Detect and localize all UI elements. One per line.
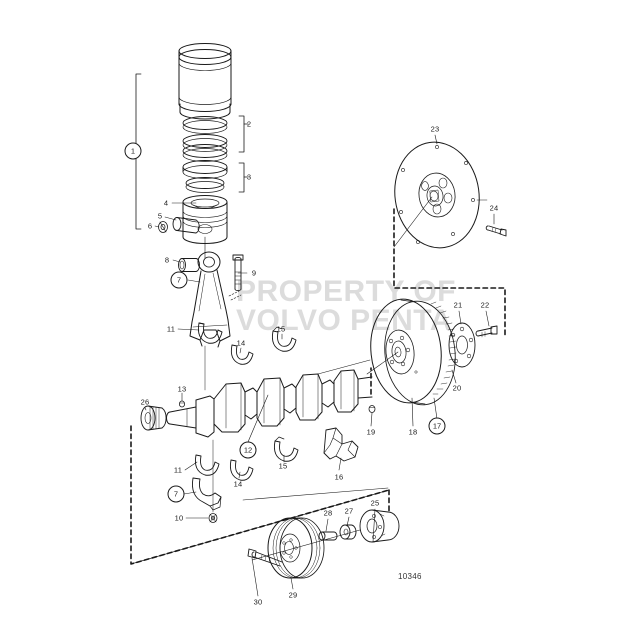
callout-flywheel: 18 xyxy=(408,427,418,437)
callout-dowel-pin: 19 xyxy=(366,427,376,437)
callout-flexplate-drive-plate: 23 xyxy=(430,124,440,134)
bracket-2 xyxy=(238,115,249,153)
figure-number: 10346 xyxy=(398,572,422,581)
small-end-bushing xyxy=(178,258,200,272)
callout-crankshaft-dowel-pin: 13 xyxy=(177,384,187,394)
callout-spacer-sleeve: 28 xyxy=(323,508,333,518)
bearing-shell-14-lower xyxy=(229,459,254,481)
callout-crankshaft-timing-gear: 26 xyxy=(140,397,150,407)
callout-main-bearing-shell-flanged: 15 xyxy=(278,461,288,471)
callout-thrust-bearing-carrier: 16 xyxy=(334,472,344,482)
piston-rings-compression xyxy=(182,116,228,162)
callout-gudgeon-pin: 5 xyxy=(157,211,163,221)
callout-main-bearing-shell: 14 xyxy=(233,479,243,489)
callout-main-bearing-shell-flanged: 15 xyxy=(276,324,286,334)
callout-crankshaft-pulley: 29 xyxy=(288,590,298,600)
flywheel-bolt xyxy=(475,325,498,338)
bearing-shell-11-upper xyxy=(197,322,223,344)
callout-piston-and-liner-kit: 1 xyxy=(124,142,142,160)
connecting-rod-bolt xyxy=(232,254,244,292)
flywheel-hub-adapter xyxy=(448,322,476,368)
callout-flywheel-hub-adapter: 21 xyxy=(453,300,463,310)
solid-boundary-lower xyxy=(130,489,390,565)
damper-washer xyxy=(339,524,357,540)
callout-big-end-bearing-shell-lower: 11 xyxy=(173,465,183,475)
vibration-damper-hub xyxy=(359,509,400,543)
callout-crankshaft: 12 xyxy=(239,441,257,459)
bearing-shell-15-lower xyxy=(273,436,299,462)
callout-connecting-rod-bolt: 9 xyxy=(251,268,257,278)
callout-small-end-bushing: 8 xyxy=(164,255,170,265)
flywheel-dowel-pin xyxy=(368,405,376,413)
callout-flywheel-assembly: 17 xyxy=(428,417,446,435)
callout-circlip: 6 xyxy=(147,221,153,231)
callout-bearing-set: 7 xyxy=(167,485,185,503)
callout-compression-piston-rings: 2 xyxy=(246,119,252,129)
callout-locking-washer: 10 xyxy=(174,513,184,523)
crankshaft xyxy=(166,359,373,438)
callout-main-bearing-shell: 14 xyxy=(236,338,246,348)
callout-washer: 27 xyxy=(344,506,354,516)
crankshaft-timing-gear xyxy=(140,405,167,431)
callout-ring-gear: 20 xyxy=(452,383,462,393)
locking-washer xyxy=(208,513,218,523)
connecting-rod xyxy=(189,251,242,348)
crankshaft-dowel-pin xyxy=(178,400,185,408)
bearing-shell-14-upper xyxy=(230,344,254,365)
spacer-sleeve xyxy=(318,531,338,541)
bearing-shell-15-upper xyxy=(271,326,297,352)
bearing-set-lower xyxy=(192,477,222,511)
circlip xyxy=(158,221,168,233)
callout-connecting-rod-bearing-set: 7 xyxy=(170,271,188,289)
flexplate xyxy=(394,141,488,249)
cylinder-liner xyxy=(178,43,232,120)
thrust-bearing-carrier xyxy=(323,427,359,462)
callout-vibration-damper-hub: 25 xyxy=(370,498,380,508)
dashed-boundary-flexplate xyxy=(393,208,506,337)
callout-oil-scraper-rings: 3 xyxy=(246,172,252,182)
gudgeon-pin xyxy=(172,217,200,234)
callout-piston: 4 xyxy=(163,198,169,208)
callout-flexplate-bolt: 24 xyxy=(489,203,499,213)
flexplate-bolt xyxy=(485,225,507,237)
callout-big-end-bearing-shell-upper: 11 xyxy=(166,324,176,334)
bracket-3 xyxy=(238,162,249,193)
guide-line-pulley xyxy=(242,487,389,561)
flywheel xyxy=(370,298,457,406)
leader-lines xyxy=(144,134,495,597)
piston-rings-oil xyxy=(182,160,228,193)
callout-flywheel-bolt: 22 xyxy=(480,300,490,310)
callout-pulley-bolt: 30 xyxy=(253,597,263,607)
bearing-shell-11-lower xyxy=(194,454,220,476)
